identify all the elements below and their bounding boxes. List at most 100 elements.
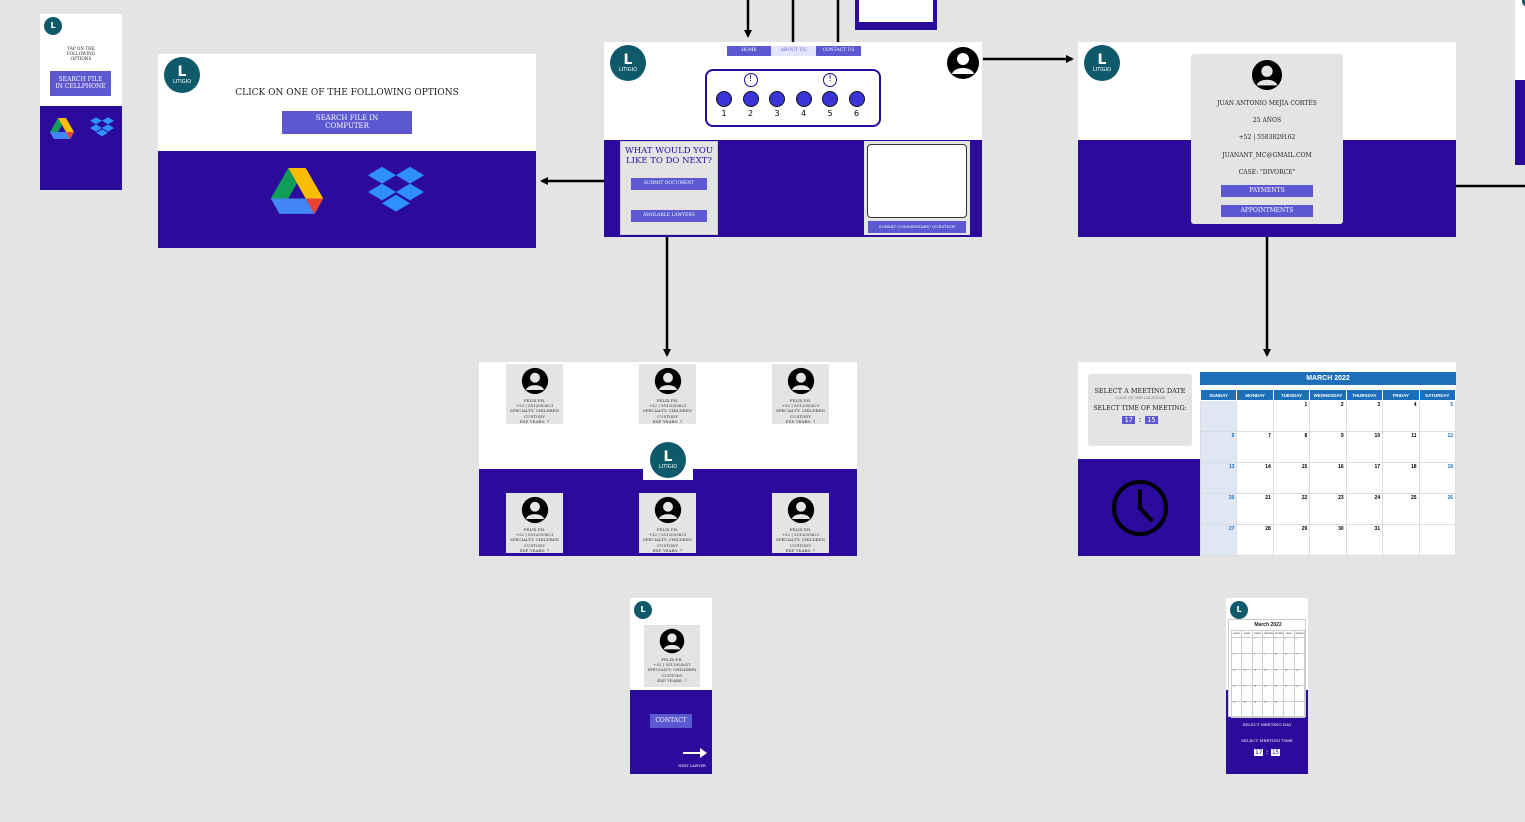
calendar-day[interactable]: 16 [1262, 669, 1274, 686]
calendar-day[interactable]: 17 [1345, 462, 1384, 494]
calendar-day[interactable]: 22 [1251, 685, 1264, 702]
user-avatar-icon[interactable] [946, 46, 980, 80]
calendar-day[interactable]: 12 [1418, 431, 1457, 463]
calendar-day[interactable] [1293, 701, 1306, 718]
logo[interactable]: L LITIGIO [164, 57, 200, 93]
calendar-day[interactable]: 3 [1272, 637, 1285, 654]
calendar-day[interactable]: 25 [1382, 493, 1420, 525]
logo[interactable]: L [634, 601, 652, 619]
logo[interactable]: L LITIGIO [1084, 45, 1120, 81]
calendar-day[interactable] [1418, 524, 1457, 556]
arrow-right-icon[interactable] [682, 746, 708, 760]
calendar-day[interactable]: 14 [1241, 669, 1253, 686]
calendar-day[interactable]: 9 [1262, 653, 1274, 670]
payments-button[interactable]: PAYMENTS [1221, 185, 1313, 197]
next-lawyer-label[interactable]: NEXT LAWYER [678, 764, 706, 768]
search-file-computer-button[interactable]: SEARCH FILE IN COMPUTER [282, 111, 412, 134]
logo[interactable]: L [1230, 601, 1248, 619]
dropbox-icon[interactable] [368, 166, 424, 218]
calendar-day[interactable]: 13 [1199, 462, 1238, 494]
calendar-day[interactable]: 4 [1283, 637, 1295, 654]
calendar-day[interactable]: 23 [1309, 493, 1347, 525]
calendar-day[interactable]: 18 [1283, 669, 1295, 686]
calendar-day[interactable]: 5 [1293, 637, 1306, 654]
calendar-day[interactable]: 22 [1272, 493, 1311, 525]
calendar-day[interactable]: 10 [1272, 653, 1285, 670]
calendar-day[interactable]: 17 [1272, 669, 1285, 686]
lawyer-card[interactable]: FELIX P.R. +52 | 5512055621 SPECIALTY: C… [644, 625, 700, 687]
calendar-day[interactable]: 14 [1236, 462, 1274, 494]
calendar-day[interactable]: 10 [1345, 431, 1384, 463]
calendar-day[interactable]: 29 [1251, 701, 1264, 718]
calendar-day[interactable] [1230, 637, 1243, 654]
calendar-day[interactable]: 31 [1345, 524, 1384, 556]
calendar-day[interactable] [1236, 400, 1274, 432]
minute-select[interactable]: 15 [1145, 416, 1158, 424]
calendar-day[interactable] [1283, 701, 1295, 718]
calendar-day[interactable]: 19 [1293, 669, 1306, 686]
step-4[interactable]: 4 [794, 72, 814, 122]
calendar-day[interactable]: 24 [1345, 493, 1384, 525]
submit-document-button[interactable]: SUBMIT DOCUMENT [631, 178, 707, 190]
step-1[interactable]: 1 [714, 72, 734, 122]
calendar-day[interactable]: 11 [1382, 431, 1420, 463]
step-dot[interactable] [848, 91, 865, 107]
step-dot[interactable] [795, 91, 812, 107]
calendar-day[interactable]: 11 [1283, 653, 1295, 670]
search-file-cellphone-button[interactable]: SEARCH FILE IN CELLPHONE [50, 71, 111, 96]
hour-select[interactable]: 17 [1253, 748, 1264, 756]
calendar-day[interactable] [1199, 400, 1238, 432]
calendar-day[interactable]: 3 [1345, 400, 1384, 432]
calendar-day[interactable]: 21 [1236, 493, 1274, 525]
calendar-day[interactable]: 16 [1309, 462, 1347, 494]
calendar-day[interactable]: 20 [1199, 493, 1238, 525]
logo[interactable]: L LITIGIO [610, 45, 646, 81]
calendar-day[interactable]: 6 [1230, 653, 1243, 670]
calendar-day[interactable]: 7 [1241, 653, 1253, 670]
calendar-day[interactable]: 2 [1309, 400, 1347, 432]
nav-home[interactable]: HOME [727, 46, 771, 56]
calendar-day[interactable]: 24 [1272, 685, 1285, 702]
calendar-day[interactable]: 20 [1230, 685, 1243, 702]
calendar-day[interactable]: 1 [1251, 637, 1264, 654]
step-5[interactable]: !5 [820, 72, 840, 122]
minute-select[interactable]: 15 [1270, 748, 1281, 756]
calendar-day[interactable]: 31 [1272, 701, 1285, 718]
calendar-day[interactable]: 26 [1293, 685, 1306, 702]
nav-contact-us[interactable]: CONTACT US [816, 46, 861, 56]
hour-select[interactable]: 17 [1122, 416, 1135, 424]
calendar-day[interactable]: 30 [1262, 701, 1274, 718]
contact-button[interactable]: CONTACT [650, 714, 692, 728]
calendar-day[interactable]: 26 [1418, 493, 1457, 525]
calendar-day[interactable]: 19 [1418, 462, 1457, 494]
google-drive-icon[interactable] [50, 118, 74, 140]
calendar-day[interactable]: 4 [1382, 400, 1420, 432]
step-dot[interactable] [716, 91, 732, 107]
calendar-day[interactable]: 27 [1199, 524, 1238, 556]
calendar-day[interactable]: 25 [1283, 685, 1295, 702]
calendar-day[interactable] [1241, 637, 1253, 654]
calendar-day[interactable]: 27 [1230, 701, 1243, 718]
calendar-day[interactable]: 28 [1241, 701, 1253, 718]
calendar-day[interactable]: 30 [1309, 524, 1347, 556]
calendar-day[interactable]: 15 [1251, 669, 1264, 686]
calendar-day[interactable]: 5 [1418, 400, 1457, 432]
calendar-day[interactable]: 13 [1230, 669, 1243, 686]
dropbox-icon[interactable] [90, 117, 114, 139]
calendar-day[interactable]: 8 [1251, 653, 1264, 670]
calendar-day[interactable]: 6 [1199, 431, 1238, 463]
step-2[interactable]: !2 [741, 72, 761, 122]
calendar-day[interactable]: 12 [1293, 653, 1306, 670]
calendar-day[interactable]: 21 [1241, 685, 1253, 702]
step-3[interactable]: 3 [767, 72, 787, 122]
nav-about-us[interactable]: ABOUT US [771, 46, 816, 56]
submit-commentary-button[interactable]: SUBMIT COMMENTARY/ QUESTION [868, 221, 966, 233]
step-dot[interactable] [769, 91, 785, 107]
calendar-day[interactable]: 9 [1309, 431, 1347, 463]
available-lawyers-button[interactable]: AVAILABLE LAWYERS [631, 210, 707, 222]
calendar-day[interactable]: 15 [1272, 462, 1311, 494]
